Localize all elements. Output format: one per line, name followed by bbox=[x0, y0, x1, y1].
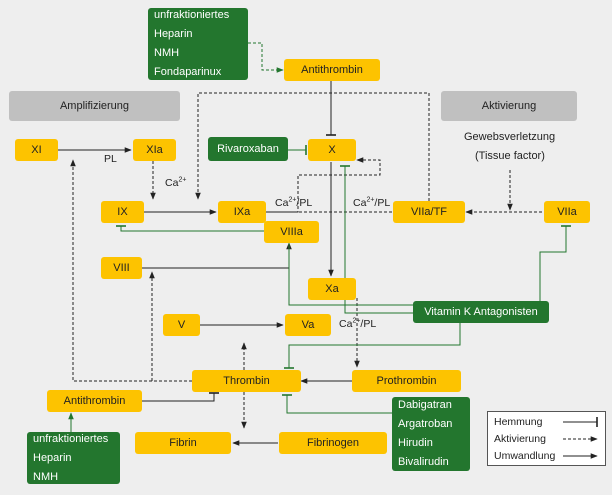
label-ca-3: Ca2+/PL bbox=[353, 196, 391, 210]
legend-activation: Aktivierung bbox=[494, 433, 546, 445]
legend-conversion: Umwandlung bbox=[494, 450, 556, 462]
factor-viiia: VIIIa bbox=[264, 221, 319, 243]
legend: Hemmung Aktivierung Umwandlung bbox=[487, 411, 606, 466]
drug-line: NMH bbox=[33, 470, 59, 483]
antithrombin-inhibits-thrombin bbox=[142, 392, 219, 402]
label-ca-2: Ca2+/PL bbox=[275, 196, 313, 210]
drug-direct-thrombin-inhibitors: Dabigatran Argatroban Hirudin Bivalirudi… bbox=[392, 397, 470, 471]
label-sup: 2+ bbox=[288, 196, 297, 204]
factor-ix: IX bbox=[101, 201, 144, 223]
vka-inhibits-thrombin bbox=[284, 323, 461, 369]
drug-line: Argatroban bbox=[398, 418, 453, 430]
drug-line: unfraktioniertes bbox=[33, 432, 109, 445]
drug-line: Hirudin bbox=[398, 437, 433, 449]
factor-ixa: IXa bbox=[218, 201, 266, 223]
factor-antithrombin-top: Antithrombin bbox=[284, 59, 380, 81]
viiatf-loop-arrow bbox=[195, 92, 430, 201]
factor-x: X bbox=[308, 139, 356, 161]
label-text: /PL bbox=[296, 197, 313, 209]
drug-line: Fondaparinux bbox=[154, 66, 222, 78]
heparin-to-antithrombin-arrow bbox=[248, 42, 284, 73]
legend-symbols bbox=[563, 417, 598, 459]
label-text: /PL bbox=[360, 318, 377, 330]
drug-heparin-top: unfraktioniertes Heparin NMH Fondaparinu… bbox=[148, 8, 248, 80]
factor-v: V bbox=[163, 314, 200, 336]
viii-to-viiia-arrow bbox=[142, 242, 292, 269]
label-text: Ca bbox=[275, 197, 289, 209]
label-text: /PL bbox=[374, 197, 391, 209]
label-text: Ca bbox=[165, 177, 179, 189]
label-sup: 2+ bbox=[366, 196, 375, 204]
drug-line: Heparin bbox=[33, 451, 72, 464]
thrombin-to-xi-feedback bbox=[70, 159, 192, 382]
factor-prothrombin: Prothrombin bbox=[352, 370, 461, 392]
factor-fibrinogen: Fibrinogen bbox=[279, 432, 387, 454]
drug-line: Heparin bbox=[154, 28, 193, 40]
vka-inhibits-viia bbox=[528, 225, 571, 303]
factor-antithrombin-bottom: Antithrombin bbox=[47, 390, 142, 412]
drug-line: NMH bbox=[154, 47, 180, 59]
factor-xa: Xa bbox=[308, 278, 356, 300]
label-tissue-injury: Gewebsverletzung bbox=[464, 131, 556, 143]
vka-inhibits-x bbox=[340, 165, 413, 314]
label-tissue-factor: (Tissue factor) bbox=[475, 150, 545, 162]
label-sup: 2+ bbox=[178, 176, 187, 184]
factor-va: Va bbox=[285, 314, 331, 336]
drug-vitamin-k-antagonists: Vitamin K Antagonisten bbox=[413, 301, 549, 323]
drug-line: Dabigatran bbox=[398, 399, 452, 411]
dti-inhibits-thrombin bbox=[282, 394, 392, 414]
ixa-to-x-arrow bbox=[266, 157, 381, 213]
drug-line: unfraktioniertes bbox=[154, 9, 230, 21]
factor-thrombin: Thrombin bbox=[192, 370, 301, 392]
label-text: Ca bbox=[353, 197, 367, 209]
label-text: Ca bbox=[339, 318, 353, 330]
label-sup: 2+ bbox=[352, 317, 361, 325]
header-activation: Aktivierung bbox=[441, 91, 577, 121]
label-pl: PL bbox=[104, 153, 117, 165]
label-ca-1: Ca2+ bbox=[165, 176, 187, 190]
legend-inhibition: Hemmung bbox=[494, 416, 543, 428]
factor-xi: XI bbox=[15, 139, 58, 161]
drug-heparin-bottom: unfraktioniertes Heparin NMH bbox=[27, 432, 120, 484]
factor-xia: XIa bbox=[133, 139, 176, 161]
drug-rivaroxaban: Rivaroxaban bbox=[208, 137, 288, 161]
drug-line: Bivalirudin bbox=[398, 456, 449, 468]
factor-viii: VIII bbox=[101, 257, 142, 279]
factor-viia-tf: VIIa/TF bbox=[393, 201, 465, 223]
factor-fibrin: Fibrin bbox=[135, 432, 231, 454]
label-ca-4: Ca2+/PL bbox=[339, 317, 377, 331]
factor-viia: VIIa bbox=[544, 201, 590, 223]
header-amplification: Amplifizierung bbox=[9, 91, 180, 121]
